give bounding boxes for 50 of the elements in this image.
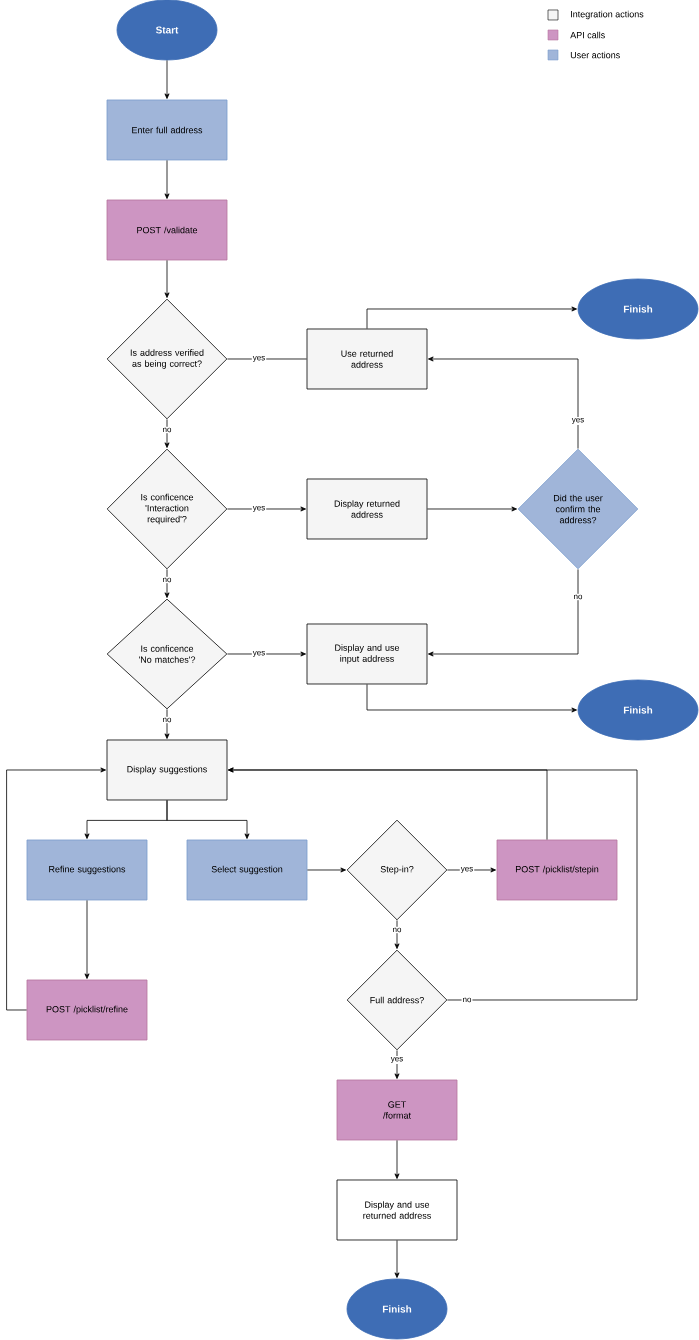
- edge-label: yes: [251, 355, 267, 363]
- arrow: [6, 767, 106, 1011]
- legend-label: User actions: [570, 51, 620, 59]
- arrow: [447, 867, 496, 873]
- process-box: Display and use input address: [306, 623, 428, 685]
- process-box: POST /validate: [106, 199, 228, 261]
- arrow: [227, 651, 306, 657]
- edge-label: no: [161, 576, 173, 584]
- arrow: [164, 709, 170, 739]
- arrow: [394, 1140, 400, 1179]
- arrow: [428, 569, 579, 657]
- edge-label: no: [391, 926, 403, 934]
- arrow: [394, 1050, 400, 1079]
- arrow: [164, 60, 170, 99]
- arrow: [307, 867, 346, 873]
- arrow: [164, 260, 170, 298]
- edge-label: no: [161, 716, 173, 724]
- arrow: [228, 767, 638, 1001]
- edge-label: yes: [570, 417, 586, 425]
- process-box: POST /picklist/stepin: [496, 839, 618, 901]
- process-box: Display suggestions: [106, 739, 228, 801]
- arrow: [366, 684, 577, 713]
- edge-label: yes: [251, 505, 267, 513]
- arrow: [428, 356, 579, 449]
- arrow: [366, 306, 577, 329]
- process-box: POST /picklist/refine: [26, 979, 148, 1041]
- process-box: Select suggestion: [186, 839, 308, 901]
- process-box: Display returned address: [306, 478, 428, 540]
- arrow: [164, 419, 170, 448]
- process-box: GET /format: [336, 1079, 458, 1141]
- arrow: [427, 506, 517, 512]
- legend-label: Integration actions: [571, 10, 644, 20]
- edge-label: yes: [251, 650, 267, 658]
- edge-label: no: [461, 996, 473, 1004]
- arrow: [164, 569, 170, 598]
- arrow: [164, 160, 170, 199]
- edge-label: yes: [459, 866, 475, 874]
- arrow: [394, 1240, 400, 1278]
- arrow: [84, 900, 90, 979]
- legend-label: API calls: [570, 31, 605, 39]
- arrow: [166, 800, 250, 839]
- process-box: Enter full address: [106, 99, 228, 161]
- edge-label: no: [572, 593, 584, 601]
- arrow: [394, 920, 400, 949]
- edge-label: yes: [389, 1056, 405, 1064]
- process-box: Use returned address: [306, 328, 428, 390]
- process-box: Refine suggestions: [26, 839, 148, 901]
- process-box: Display and use returned address: [336, 1179, 458, 1241]
- edge-label: no: [161, 426, 173, 434]
- arrow: [227, 506, 306, 512]
